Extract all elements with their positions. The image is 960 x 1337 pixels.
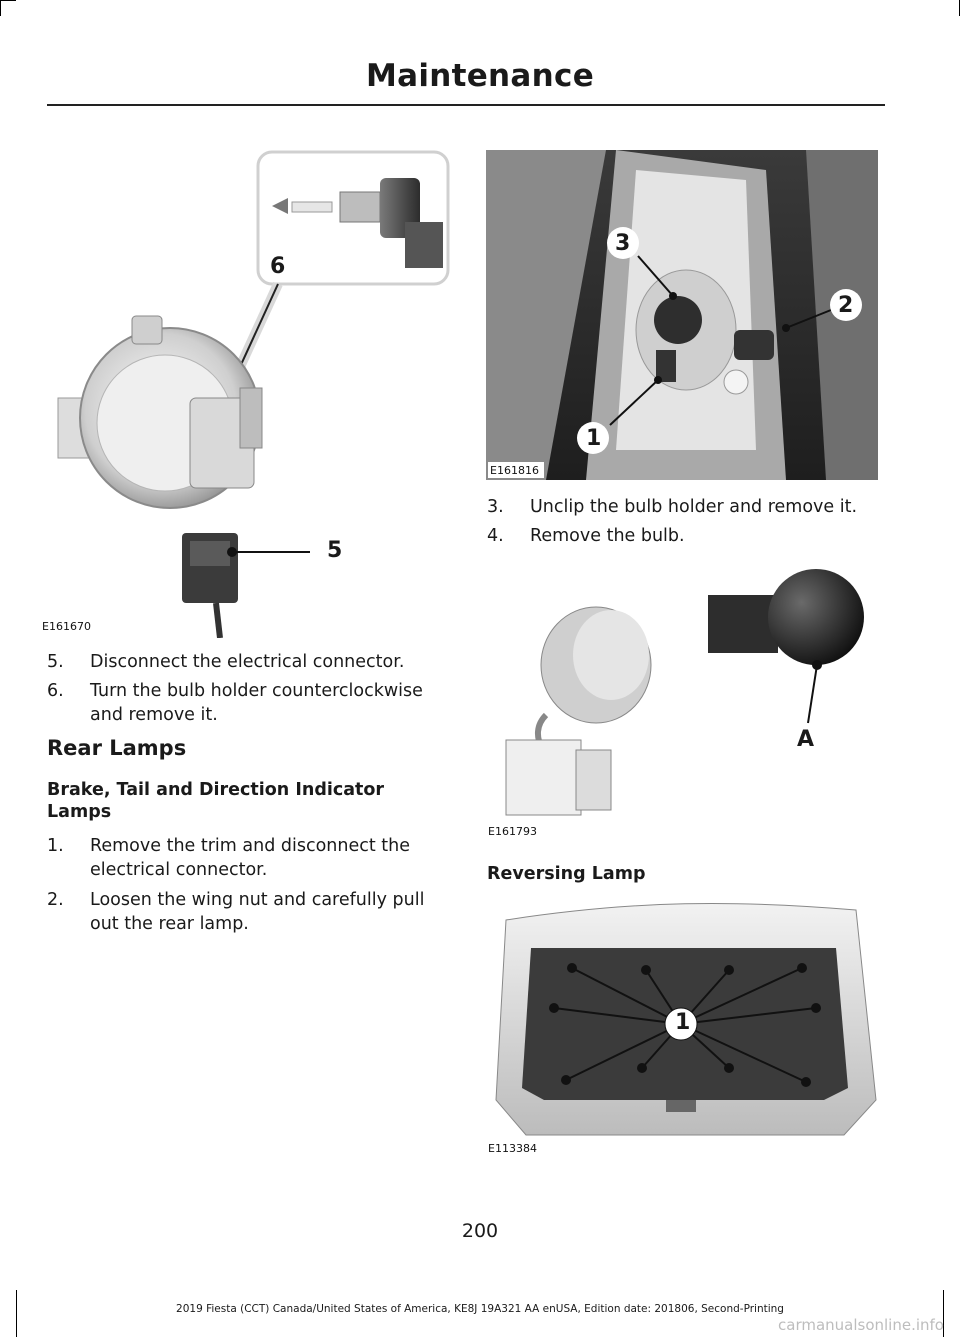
- step-number: 5.: [47, 652, 64, 672]
- subsection-heading: Brake, Tail and Direction Indicator Lamp…: [47, 780, 385, 822]
- watermark: carmanualsonline.info: [778, 1316, 944, 1334]
- figure-code: E161793: [488, 825, 537, 838]
- footer-text: 2019 Fiesta (CCT) Canada/United States o…: [176, 1303, 784, 1315]
- step-text: Loosen the wing nut and carefully pull o…: [90, 890, 425, 934]
- figure-rear-lamp-holder: 3 2 1 E161816: [486, 150, 878, 480]
- step-text: Disconnect the electrical connector.: [90, 652, 405, 672]
- step-number: 3.: [487, 497, 504, 517]
- list-item: 3. Unclip the bulb holder and remove it.: [487, 495, 897, 519]
- figure-code: E161670: [42, 620, 91, 633]
- page-title: Maintenance: [365, 58, 595, 94]
- crop-mark-top-left-h: [0, 0, 16, 1]
- step-text: Unclip the bulb holder and remove it.: [530, 497, 858, 517]
- step-number: 4.: [487, 526, 504, 546]
- figure-reversing-lamp: 1 E113384: [486, 900, 878, 1160]
- figure-bulb: A E161793: [486, 565, 878, 840]
- step-text: Turn the bulb holder counterclockwise an…: [90, 681, 423, 725]
- callout-6: 6: [270, 254, 286, 279]
- crop-mark-bottom-right: [943, 1290, 944, 1337]
- subsection-heading: Reversing Lamp: [487, 864, 646, 884]
- figure-fog-lamp: 6 5 E161670: [40, 148, 460, 639]
- step-text: Remove the bulb.: [530, 526, 685, 546]
- figure-code: E113384: [488, 1142, 537, 1155]
- step-number: 2.: [47, 890, 64, 910]
- step-number: 6.: [47, 681, 64, 701]
- header-divider: [47, 104, 885, 106]
- callout-5: 5: [327, 538, 343, 563]
- callout-1: 1: [586, 426, 602, 451]
- list-item: 5. Disconnect the electrical connector.: [47, 650, 457, 674]
- section-heading: Rear Lamps: [47, 736, 187, 760]
- page-number: 200: [461, 1220, 499, 1242]
- crop-mark-bottom-left: [16, 1290, 17, 1337]
- step-text: Remove the trim and disconnect the elect…: [90, 836, 411, 880]
- step-number: 1.: [47, 836, 64, 856]
- list-item: 2. Loosen the wing nut and carefully pul…: [47, 888, 457, 936]
- callout-3: 3: [615, 231, 631, 256]
- callout-2: 2: [838, 293, 854, 318]
- list-item: 6. Turn the bulb holder counterclockwise…: [47, 679, 457, 727]
- list-item: 4. Remove the bulb.: [487, 524, 897, 548]
- list-item: 1. Remove the trim and disconnect the el…: [47, 834, 457, 882]
- crop-mark-top-left: [0, 0, 1, 16]
- callout-a: A: [797, 727, 815, 752]
- callout-1: 1: [675, 1010, 691, 1035]
- figure-code: E161816: [490, 464, 539, 477]
